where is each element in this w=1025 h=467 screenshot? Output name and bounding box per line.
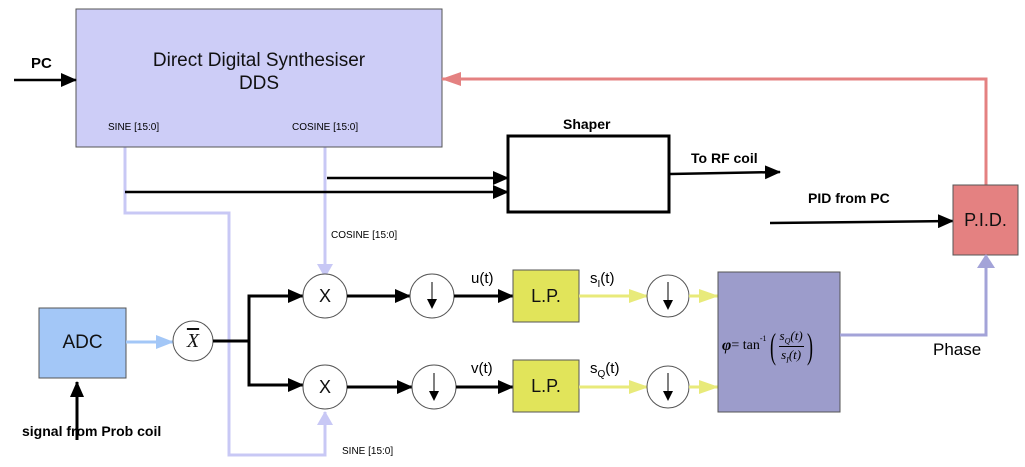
si-signal-label: sI(t) [590, 270, 614, 290]
dds-title: Direct Digital Synthesiser [152, 50, 366, 71]
lp-i-label: L.P. [531, 285, 561, 306]
sq-t: (t) [605, 360, 620, 377]
adc-label: ADC [62, 332, 103, 353]
fork-branch-q [247, 341, 304, 392]
close-paren: ) [806, 326, 813, 366]
open-paren: ( [769, 326, 776, 366]
probe-signal-label: signal from Prob coil [22, 423, 162, 439]
si-t: (t) [600, 270, 615, 287]
rf-coil-arrow [669, 165, 781, 180]
shaper-title: Shaper [563, 116, 611, 132]
lp-q-label: L.P. [531, 375, 561, 396]
dds-subtitle: DDS [238, 73, 280, 94]
phase-to-pid-line [840, 254, 995, 337]
pid-block [952, 184, 1019, 256]
u-signal-label: u(t) [471, 270, 494, 287]
phi-symbol: φ [722, 337, 732, 354]
dds-sine-port-label: SINE [15:0] [108, 122, 160, 133]
sq-signal-label: sQ(t) [590, 360, 619, 380]
eq-tan: = tan [731, 338, 760, 353]
pid-label: P.I.D. [964, 209, 1007, 230]
mixer-i-label: X [318, 285, 331, 306]
lp-filter-q [512, 359, 580, 413]
sine-signal-label: SINE [15:0] [342, 446, 394, 457]
to-rf-coil-label: To RF coil [691, 150, 758, 166]
pid-feedback-line [441, 72, 988, 185]
si-sub: I [597, 279, 601, 290]
shaper-block [506, 134, 671, 214]
eq-sup: -1 [759, 334, 767, 343]
sq-sub: Q [597, 369, 606, 380]
fork-branch-i [247, 289, 304, 341]
mean-label: X [173, 321, 213, 361]
v-signal-label: v(t) [471, 360, 493, 377]
pid-from-pc-label: PID from PC [808, 190, 890, 206]
phase-equation: φ = tan -1 ( sQ(t) sI(t) ) [722, 322, 837, 370]
mean-symbol: X [186, 329, 200, 352]
pc-input-label: PC [31, 55, 52, 72]
phase-output-label: Phase [933, 340, 982, 359]
mixer-q-label: X [318, 376, 331, 397]
dds-cosine-port-label: COSINE [15:0] [292, 122, 359, 133]
numerator: sQ(t) [778, 327, 804, 347]
phase-calc-block [717, 271, 841, 413]
si-base: s [590, 270, 598, 287]
fraction: sQ(t) sI(t) [778, 327, 804, 365]
lp-filter-i [512, 269, 580, 323]
denominator: sI(t) [781, 346, 802, 365]
sine-signal-line [123, 147, 333, 457]
cosine-signal-label: COSINE [15:0] [331, 230, 398, 241]
sq-base: s [590, 360, 598, 377]
pid-input-arrow [769, 214, 954, 229]
